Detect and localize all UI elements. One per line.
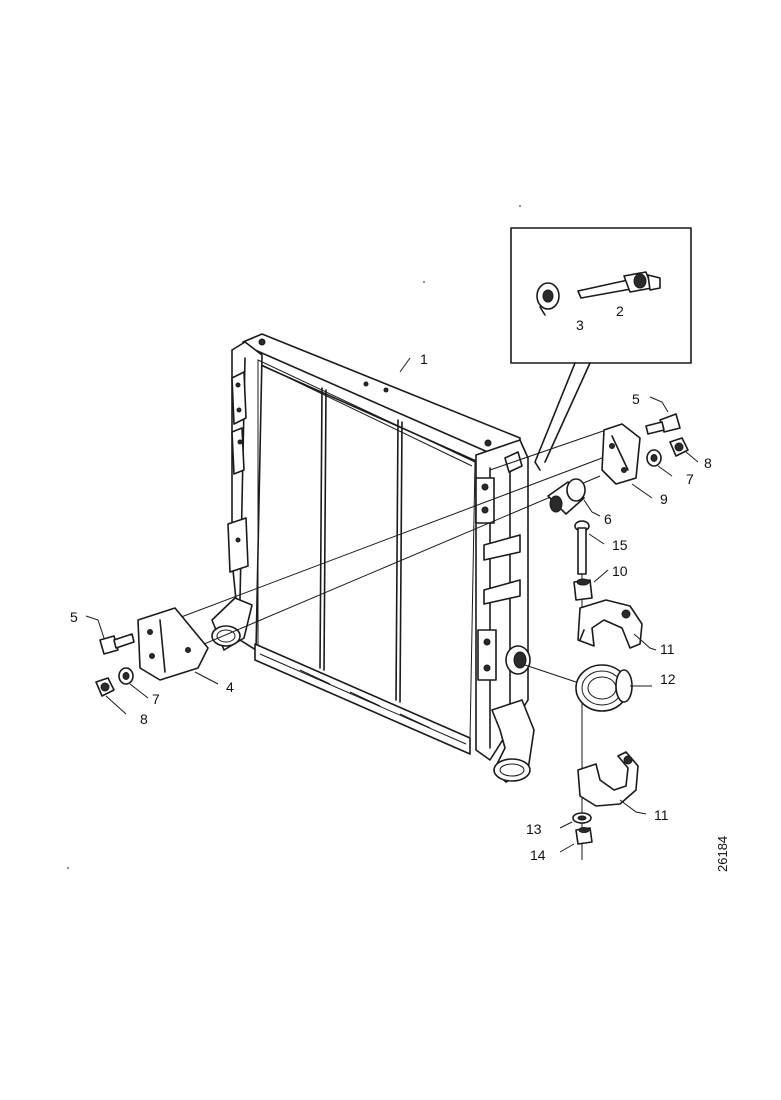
part-5-bolt-left [85, 615, 135, 655]
callout-2: 2 [616, 303, 624, 319]
callout-13: 13 [526, 821, 542, 837]
callout-11-lower: 11 [654, 807, 669, 823]
detail-inset [510, 227, 692, 471]
part-13-washer [559, 812, 592, 829]
callout-1: 1 [420, 351, 428, 367]
part-12-rubber-mount [575, 664, 652, 712]
callout-8-right: 8 [704, 455, 712, 471]
part-10-sleeve [573, 569, 609, 601]
callout-12: 12 [660, 671, 676, 687]
part-9-bracket-right [601, 423, 653, 499]
part-4-bracket-left [137, 607, 219, 685]
scan-speck [423, 281, 425, 283]
part-7-washer-right [646, 449, 673, 477]
callout-5-right: 5 [632, 391, 640, 407]
callout-7-left: 7 [152, 691, 160, 707]
callout-14: 14 [530, 847, 546, 863]
part-2-pin [577, 271, 661, 299]
callout-9: 9 [660, 491, 668, 507]
callout-15: 15 [612, 537, 628, 553]
callout-3: 3 [576, 317, 584, 333]
callout-labels: 1 2 3 4 5 5 6 7 7 8 8 9 10 11 11 12 13 1… [70, 303, 712, 863]
part-11-clamp-upper [577, 599, 657, 651]
part-8-nut-right [669, 437, 699, 463]
part-5-bolt-right [645, 396, 681, 435]
callout-6: 6 [604, 511, 612, 527]
scan-speck [519, 205, 521, 207]
callout-5-left: 5 [70, 609, 78, 625]
callout-8-left: 8 [140, 711, 148, 727]
part-6-bushing [547, 478, 601, 517]
part-14-nut [559, 827, 593, 853]
drawing-number: 26184 [715, 836, 730, 872]
part-7-washer-left [118, 667, 149, 699]
callout-10: 10 [612, 563, 628, 579]
callout-7-right: 7 [686, 471, 694, 487]
part-8-nut-left [95, 677, 127, 715]
callout-11-upper: 11 [660, 641, 675, 657]
callout-4: 4 [226, 679, 234, 695]
scan-speck [67, 867, 69, 869]
part-11-clamp-lower [577, 751, 647, 815]
part-3-grommet [536, 282, 560, 316]
radiator-core-part-1 [211, 333, 535, 783]
part-15-pin [574, 520, 605, 575]
